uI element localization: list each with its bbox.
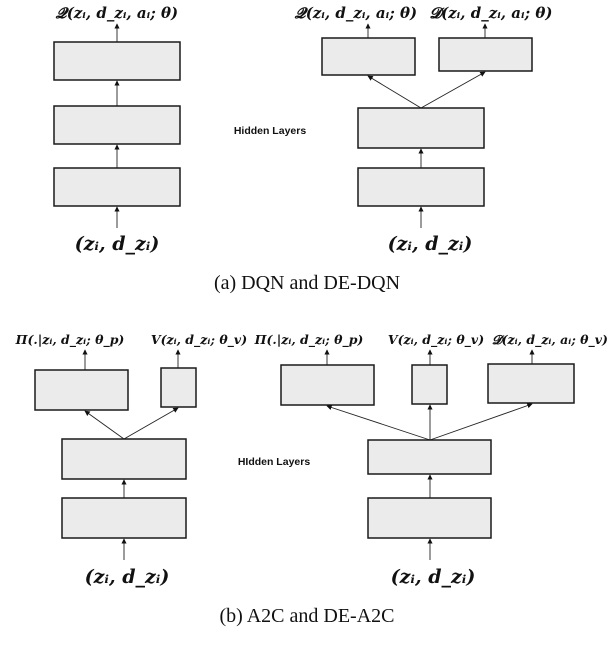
a2c-arrow-to-policy: [84, 410, 125, 440]
panel-a: 𝓠(zᵢ, d_zᵢ, aᵢ; θ) (zᵢ, d_zᵢ) Hidden Lay…: [53, 4, 553, 294]
dqn-layer-3: [53, 41, 181, 81]
de-dqn-q-head: [321, 37, 416, 76]
hidden-layers-label-a: Hidden Layers: [234, 125, 307, 137]
de-dqn-arrow-to-d: [420, 71, 486, 109]
panel-b: Π(.|zᵢ, d_zᵢ; θ_p) V(zᵢ, d_zᵢ; θ_v) (zᵢ,…: [15, 332, 608, 627]
de-a2c-network: Π(.|zᵢ, d_zᵢ; θ_p) V(zᵢ, d_zᵢ; θ_v) 𝓓(zᵢ…: [254, 332, 608, 588]
a2c-layer-1: [61, 497, 187, 539]
dqn-network: 𝓠(zᵢ, d_zᵢ, aᵢ; θ) (zᵢ, d_zᵢ): [53, 4, 181, 255]
de-dqn-q-output-label: 𝓠(zᵢ, d_zᵢ, aᵢ; θ): [294, 4, 417, 22]
a2c-value-head: [160, 367, 197, 408]
de-a2c-d-output-label: 𝓓(zᵢ, d_zᵢ, aᵢ; θ_v): [492, 332, 608, 348]
de-dqn-layer-1: [357, 167, 485, 207]
dqn-input-label: (zᵢ, d_zᵢ): [75, 233, 160, 255]
a2c-policy-output-label: Π(.|zᵢ, d_zᵢ; θ_p): [15, 332, 125, 348]
de-dqn-input-label: (zᵢ, d_zᵢ): [388, 233, 473, 255]
a2c-input-label: (zᵢ, d_zᵢ): [85, 566, 170, 588]
a2c-network: Π(.|zᵢ, d_zᵢ; θ_p) V(zᵢ, d_zᵢ; θ_v) (zᵢ,…: [15, 332, 248, 588]
a2c-value-output-label: V(zᵢ, d_zᵢ; θ_v): [151, 332, 247, 348]
de-a2c-layer-1: [367, 497, 492, 539]
a2c-arrow-to-value: [123, 407, 179, 440]
de-a2c-d-head: [487, 363, 575, 404]
de-dqn-d-output-label: 𝓓(zᵢ, d_zᵢ, aᵢ; θ): [430, 4, 553, 22]
de-a2c-value-head: [411, 364, 448, 405]
a2c-policy-head: [34, 369, 129, 411]
de-a2c-layer-2: [367, 439, 492, 475]
de-a2c-policy-head: [280, 364, 375, 406]
de-dqn-network: 𝓠(zᵢ, d_zᵢ, aᵢ; θ) 𝓓(zᵢ, d_zᵢ, aᵢ; θ) (z…: [294, 4, 553, 255]
caption-b: (b) A2C and DE-A2C: [220, 605, 395, 627]
de-a2c-input-label: (zᵢ, d_zᵢ): [391, 566, 476, 588]
de-a2c-arrow-to-d: [429, 403, 533, 441]
a2c-layer-2: [61, 438, 187, 480]
de-dqn-layer-2: [357, 107, 485, 149]
dqn-output-label: 𝓠(zᵢ, d_zᵢ, aᵢ; θ): [55, 4, 178, 22]
de-a2c-arrow-to-policy: [326, 404, 431, 441]
de-dqn-arrow-to-q: [367, 75, 422, 109]
de-a2c-value-output-label: V(zᵢ, d_zᵢ; θ_v): [388, 332, 484, 348]
dqn-layer-2: [53, 105, 181, 145]
de-a2c-policy-output-label: Π(.|zᵢ, d_zᵢ; θ_p): [254, 332, 364, 348]
caption-a: (a) DQN and DE-DQN: [214, 272, 400, 294]
de-dqn-d-head: [438, 37, 533, 72]
dqn-layer-1: [53, 167, 181, 207]
hidden-layers-label-b: HIdden Layers: [238, 456, 311, 468]
